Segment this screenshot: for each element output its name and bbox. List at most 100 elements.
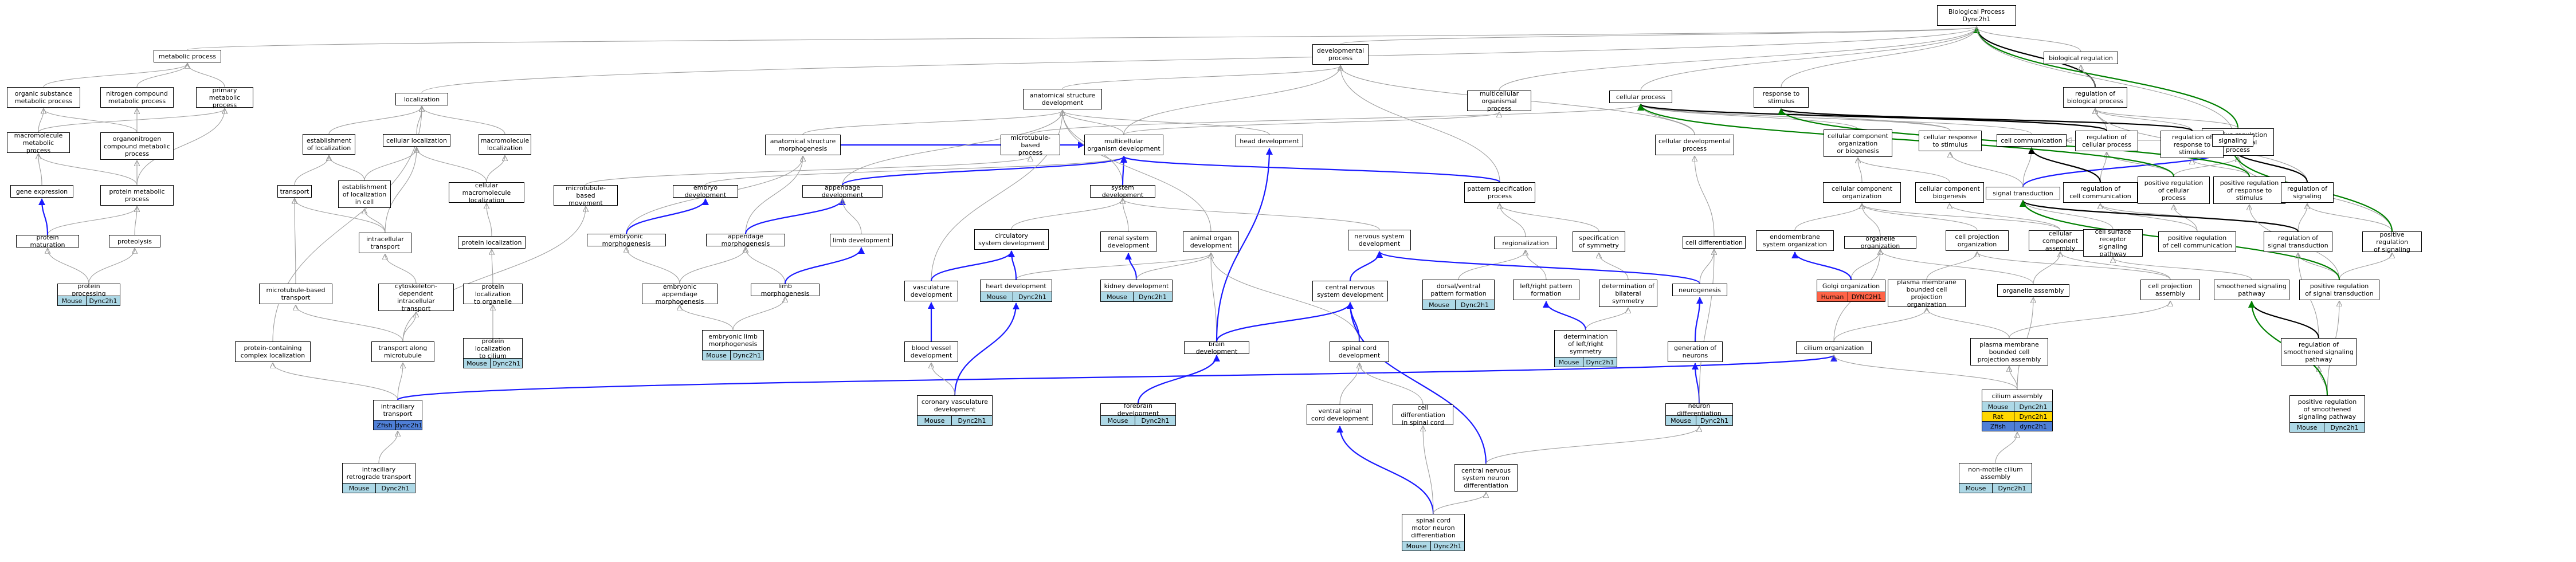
annotation-gene[interactable]: Dync2h1	[730, 350, 764, 360]
annotation-gene[interactable]: dync2h1	[395, 420, 422, 430]
go-term-spinal-dev[interactable]: spinal cord development	[1330, 341, 1389, 362]
annotation-gene[interactable]: Dync2h1	[1013, 292, 1052, 302]
go-term-kidney-dev[interactable]: kidney development	[1100, 280, 1173, 292]
go-term-sig-trans[interactable]: signal transduction	[1986, 187, 2060, 199]
go-term-cell-comm[interactable]: cell communication	[1997, 134, 2067, 147]
annotation-gene[interactable]: Dync2h1	[490, 358, 523, 368]
go-term-lr-pattern[interactable]: left/right pattern formation	[1513, 280, 1579, 300]
go-term-reg-sig-trans[interactable]: regulation of signal transduction	[2264, 231, 2332, 252]
go-term-circ-dev[interactable]: circulatory system development	[974, 229, 1049, 250]
go-term-limb-dev[interactable]: limb development	[830, 234, 893, 246]
go-term-pos-reg-cc[interactable]: positive regulation of cell communicatio…	[2158, 231, 2236, 252]
go-term-embryo-morph[interactable]: embryonic morphogenesis	[587, 233, 666, 247]
go-term-cell-diff[interactable]: cell differentiation	[1683, 236, 1746, 249]
go-term-reg-cell-proc[interactable]: regulation of cellular process	[2075, 131, 2138, 151]
go-term-anat-dev[interactable]: anatomical structure development	[1023, 89, 1102, 109]
go-term-cyto-dep[interactable]: cytoskeleton-dependent intracellular tra…	[378, 282, 454, 312]
go-term-prot-mat[interactable]: protein maturation	[16, 234, 79, 249]
go-term-pm-bounded-org[interactable]: plasma membrane bounded cell projection …	[1888, 278, 1966, 308]
go-term-reg-smooth[interactable]: regulation of smoothened signaling pathw…	[2281, 338, 2357, 366]
annotation-gene[interactable]: Dync2h1	[1992, 483, 2032, 493]
go-term-organelle-asm[interactable]: organelle assembly	[1997, 284, 2069, 297]
go-term-regional[interactable]: regionalization	[1494, 237, 1557, 249]
go-term-intra-trans[interactable]: intracellular transport	[359, 233, 411, 253]
go-term-pos-reg-sig[interactable]: positive regulation of signaling	[2362, 231, 2422, 253]
annotation-gene[interactable]: Dync2h1	[1455, 300, 1495, 310]
annotation-gene[interactable]: Dync2h1	[2014, 402, 2053, 412]
go-term-pos-reg-resp[interactable]: positive regulation of response to stimu…	[2213, 176, 2285, 204]
annotation-gene[interactable]: Dync2h1	[1430, 541, 1465, 551]
annotation-gene[interactable]: dync2h1	[2014, 421, 2053, 431]
go-term-endomem[interactable]: endomembrane system organization	[1756, 230, 1834, 251]
go-term-heart-dev[interactable]: heart development	[980, 280, 1052, 292]
go-term-nitro[interactable]: nitrogen compound metabolic process	[100, 87, 174, 108]
go-term-reg-cell-comm[interactable]: regulation of cell communication	[2063, 182, 2138, 203]
go-term-prot-loc-cil[interactable]: protein localization to cilium	[463, 337, 523, 360]
go-term-reg-bp[interactable]: regulation of biological process	[2063, 87, 2127, 108]
go-term-animal-organ[interactable]: animal organ development	[1183, 231, 1239, 252]
go-term-emb-limb[interactable]: embryonic limb morphogenesis	[702, 330, 764, 351]
go-term-prot-loc[interactable]: protein localization	[458, 236, 526, 249]
go-term-cell-dev-proc[interactable]: cellular developmental process	[1655, 135, 1734, 155]
go-term-ift-retro[interactable]: intraciliary retrograde transport	[342, 463, 415, 484]
go-term-cc-org-bio[interactable]: cellular component organization or bioge…	[1824, 129, 1892, 157]
go-term-resp-stim[interactable]: response to stimulus	[1754, 87, 1809, 108]
go-term-pos-reg-cell-proc[interactable]: positive regulation of cellular process	[2138, 176, 2210, 204]
annotation-gene[interactable]: Dync2h1	[1133, 292, 1173, 302]
go-term-prot-complex[interactable]: protein-containing complex localization	[235, 341, 311, 362]
go-term-multi-proc[interactable]: multicellular organismal process	[1467, 90, 1531, 112]
go-term-cc-bio[interactable]: cellular component biogenesis	[1915, 182, 1984, 203]
go-term-org-sub[interactable]: organic substance metabolic process	[7, 87, 80, 108]
annotation-gene[interactable]: Dync2h1	[2014, 411, 2053, 422]
annotation-gene[interactable]: Dync2h1	[2324, 422, 2365, 433]
go-term-bp[interactable]: Biological Process Dync2h1	[1937, 5, 2016, 26]
go-term-cell-diff-sc[interactable]: cell differentiation in spinal cord	[1393, 404, 1453, 426]
go-term-mt-transport[interactable]: microtubule-based transport	[259, 284, 332, 304]
go-term-ift[interactable]: intraciliary transport	[373, 400, 422, 420]
go-term-transport[interactable]: transport	[277, 185, 312, 198]
go-term-pattern[interactable]: pattern specification process	[1464, 182, 1535, 203]
go-term-nonmotile[interactable]: non-motile cilium assembly	[1959, 463, 2032, 484]
go-term-prot-met[interactable]: protein metabolic process	[100, 185, 174, 206]
go-term-bio-reg[interactable]: biological regulation	[2044, 52, 2118, 64]
go-term-append-dev[interactable]: appendage development	[802, 184, 883, 199]
go-term-signaling[interactable]: signaling	[2212, 134, 2253, 147]
go-term-sc-motor[interactable]: spinal cord motor neuron differentiation	[1402, 514, 1465, 541]
go-term-pos-reg-sig-trans[interactable]: positive regulation of signal transducti…	[2299, 280, 2379, 300]
go-term-brain-dev[interactable]: brain development	[1184, 340, 1249, 355]
go-term-cell-proj-org[interactable]: cell projection organization	[1946, 230, 2009, 251]
go-term-cilium-asm[interactable]: cilium assembly	[1982, 390, 2053, 402]
go-term-mt-process[interactable]: microtubule-based process	[1001, 134, 1060, 156]
go-term-forebrain[interactable]: forebrain development	[1100, 402, 1176, 417]
go-term-cns-neuron[interactable]: central nervous system neuron differenti…	[1454, 464, 1518, 492]
go-term-mt-movement[interactable]: microtubule-based movement	[554, 184, 618, 207]
go-term-cell-macro-loc[interactable]: cellular macromolecule localization	[449, 182, 524, 204]
go-term-prim[interactable]: primary metabolic process	[196, 87, 253, 109]
annotation-gene[interactable]: Dync2h1	[375, 483, 415, 493]
go-term-pos-reg-smooth[interactable]: positive regulation of smoothened signal…	[2289, 395, 2365, 423]
go-term-cell-loc[interactable]: cellular localization	[383, 134, 450, 147]
go-term-lr-sym[interactable]: determination of left/right symmetry	[1554, 330, 1617, 357]
go-term-dorsoventral[interactable]: dorsal/ventral pattern formation	[1422, 280, 1495, 300]
go-term-gen-neurons[interactable]: generation of neurons	[1668, 341, 1723, 362]
go-term-cc-assembly[interactable]: cellular component assembly	[2029, 230, 2092, 252]
go-term-smooth-sig[interactable]: smoothened signaling pathway	[2214, 280, 2289, 300]
go-term-vasc-dev[interactable]: vasculature development	[904, 281, 958, 301]
go-term-ventral-sc[interactable]: ventral spinal cord development	[1307, 404, 1373, 425]
go-term-golgi[interactable]: Golgi organization	[1817, 280, 1885, 292]
go-term-cell-proc[interactable]: cellular process	[1609, 91, 1672, 103]
go-term-multi-dev[interactable]: multicellular organism development	[1084, 135, 1163, 155]
go-term-estab-loc[interactable]: establishment of localization	[303, 134, 355, 155]
go-term-coronary[interactable]: coronary vasculature development	[917, 395, 993, 416]
go-term-embryo-dev[interactable]: embryo development	[673, 184, 738, 199]
go-term-proteolysis[interactable]: proteolysis	[109, 235, 160, 247]
go-term-cell-resp[interactable]: cellular response to stimulus	[1919, 131, 1982, 151]
go-term-organelle-org[interactable]: organelle organization	[1844, 235, 1916, 250]
annotation-gene[interactable]: Dync2h1	[1696, 415, 1733, 426]
go-term-orgnitro[interactable]: organonitrogen compound metabolic proces…	[100, 132, 174, 160]
go-term-head-dev[interactable]: head development	[1236, 135, 1303, 147]
go-term-pm-bounded-asm[interactable]: plasma membrane bounded cell projection …	[1970, 338, 2048, 366]
annotation-gene[interactable]: Dync2h1	[1583, 357, 1617, 367]
annotation-gene[interactable]: DYNC2H1	[1848, 292, 1885, 302]
go-term-prot-loc-org[interactable]: protein localization to organelle	[463, 283, 523, 305]
